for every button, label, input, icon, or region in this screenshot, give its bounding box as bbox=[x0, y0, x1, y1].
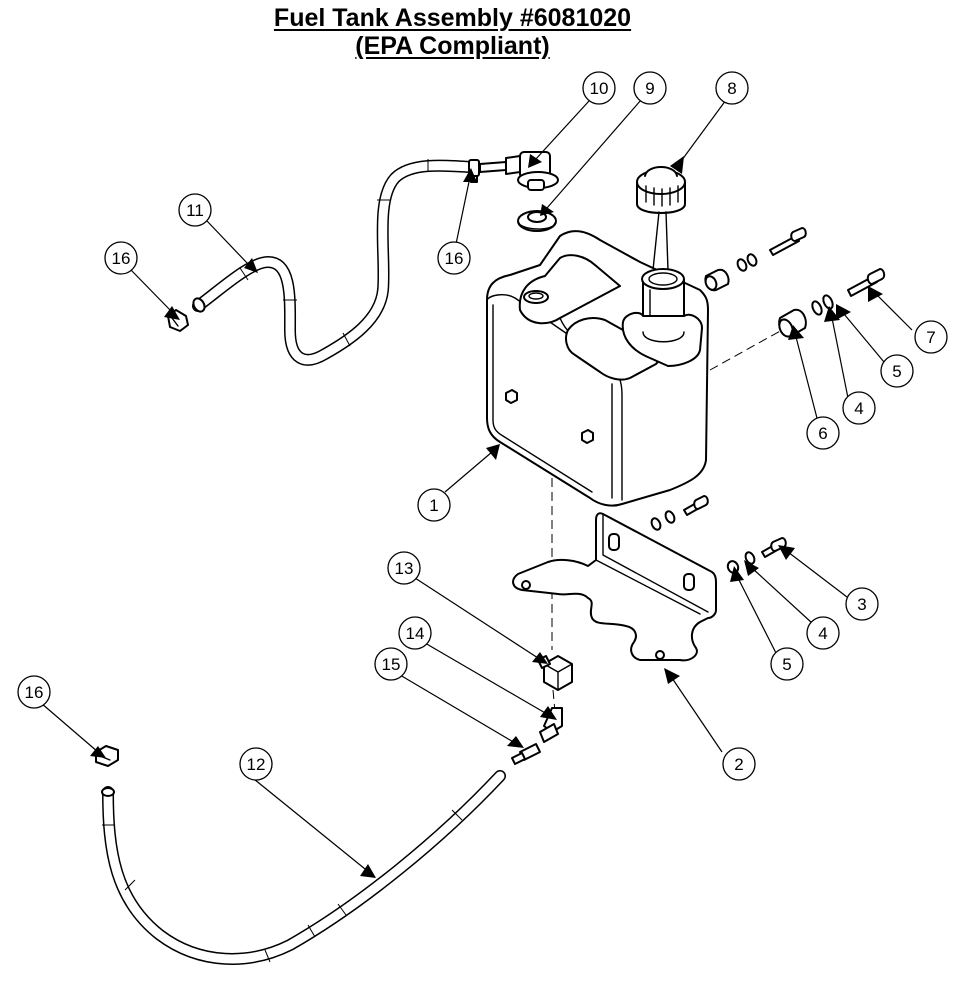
grommet bbox=[517, 210, 557, 232]
svg-text:16: 16 bbox=[112, 249, 131, 268]
upper-hardware-set-a bbox=[704, 227, 807, 292]
callout-10: 10 bbox=[582, 71, 616, 105]
svg-text:4: 4 bbox=[818, 624, 827, 643]
svg-text:15: 15 bbox=[382, 655, 401, 674]
callout-16b: 16 bbox=[437, 241, 471, 275]
svg-text:16: 16 bbox=[25, 683, 44, 702]
callout-2: 2 bbox=[722, 747, 756, 781]
callout-5b: 5 bbox=[880, 354, 914, 388]
rollover-valve bbox=[479, 151, 559, 191]
callout-4a: 4 bbox=[806, 616, 840, 650]
callout-4b: 4 bbox=[842, 391, 876, 425]
svg-text:7: 7 bbox=[926, 328, 935, 347]
callout-9: 9 bbox=[633, 71, 667, 105]
diagram-title: Fuel Tank Assembly #6081020 (EPA Complia… bbox=[0, 4, 905, 60]
callout-14: 14 bbox=[398, 616, 432, 650]
svg-text:10: 10 bbox=[590, 79, 609, 98]
callout-8: 8 bbox=[715, 71, 749, 105]
bracket-hardware-top bbox=[650, 495, 709, 531]
mounting-bracket bbox=[512, 512, 717, 662]
callout-16c: 16 bbox=[17, 675, 51, 709]
bracket-hardware-side bbox=[726, 537, 787, 574]
svg-text:4: 4 bbox=[854, 399, 863, 418]
callout-3: 3 bbox=[845, 587, 879, 621]
svg-text:9: 9 bbox=[645, 79, 654, 98]
callout-7: 7 bbox=[914, 320, 948, 354]
fuel-tank bbox=[486, 230, 709, 507]
title-line-1: Fuel Tank Assembly #6081020 bbox=[273, 4, 632, 32]
svg-text:6: 6 bbox=[818, 424, 827, 443]
callout-13: 13 bbox=[387, 551, 421, 585]
fuel-cap bbox=[636, 166, 686, 271]
hose-barb-fitting bbox=[511, 743, 541, 765]
svg-text:11: 11 bbox=[186, 201, 204, 220]
centerline-tank-spacer bbox=[709, 329, 783, 371]
callout-1: 1 bbox=[417, 488, 451, 522]
callout-15: 15 bbox=[374, 647, 408, 681]
svg-text:14: 14 bbox=[406, 624, 425, 643]
elbow-fitting bbox=[539, 707, 563, 743]
fuel-line-hose bbox=[101, 770, 506, 965]
leader-arrowheads bbox=[90, 154, 883, 878]
callout-12: 12 bbox=[239, 747, 273, 781]
callout-5a: 5 bbox=[770, 647, 804, 681]
leader-lines bbox=[40, 99, 913, 874]
callout-11: 11 bbox=[178, 193, 212, 227]
callout-16a: 16 bbox=[104, 241, 138, 275]
svg-text:5: 5 bbox=[892, 362, 901, 381]
svg-text:2: 2 bbox=[734, 755, 743, 774]
svg-text:3: 3 bbox=[857, 595, 866, 614]
svg-text:16: 16 bbox=[445, 249, 464, 268]
svg-text:13: 13 bbox=[395, 559, 414, 578]
callout-6: 6 bbox=[806, 416, 840, 450]
svg-text:5: 5 bbox=[782, 655, 791, 674]
title-line-2: (EPA Compliant) bbox=[355, 32, 550, 60]
svg-text:12: 12 bbox=[247, 755, 266, 774]
vent-hose-upper bbox=[192, 159, 476, 366]
svg-text:1: 1 bbox=[429, 496, 438, 515]
svg-text:8: 8 bbox=[727, 79, 736, 98]
